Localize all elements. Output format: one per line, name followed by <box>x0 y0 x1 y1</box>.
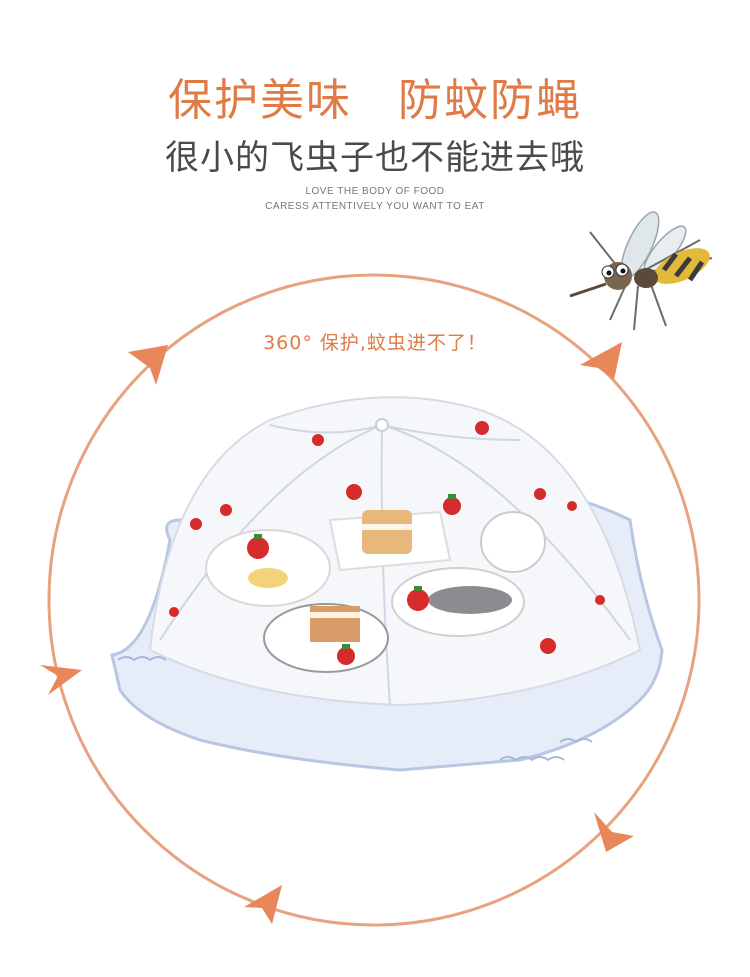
arrow-icon <box>594 812 634 852</box>
tagline-line1: LOVE THE BODY OF FOOD <box>305 186 445 197</box>
headline: 保护美味防蚊防蝇 <box>0 64 750 128</box>
arrow-icon <box>580 342 622 380</box>
arrow-icon <box>40 665 82 695</box>
arrow-icon <box>244 885 282 924</box>
tagline-line2: CARESS ATTENTIVELY YOU WANT TO EAT <box>265 201 485 212</box>
headline-left: 保护美味 <box>168 75 352 126</box>
headline-right: 防蚊防蝇 <box>398 75 582 126</box>
subheading: 很小的飞虫子也不能进去哦 <box>165 138 585 178</box>
arrow-icon <box>128 345 168 385</box>
protection-callout: 360° 保护,蚊虫进不了！ <box>263 332 487 354</box>
